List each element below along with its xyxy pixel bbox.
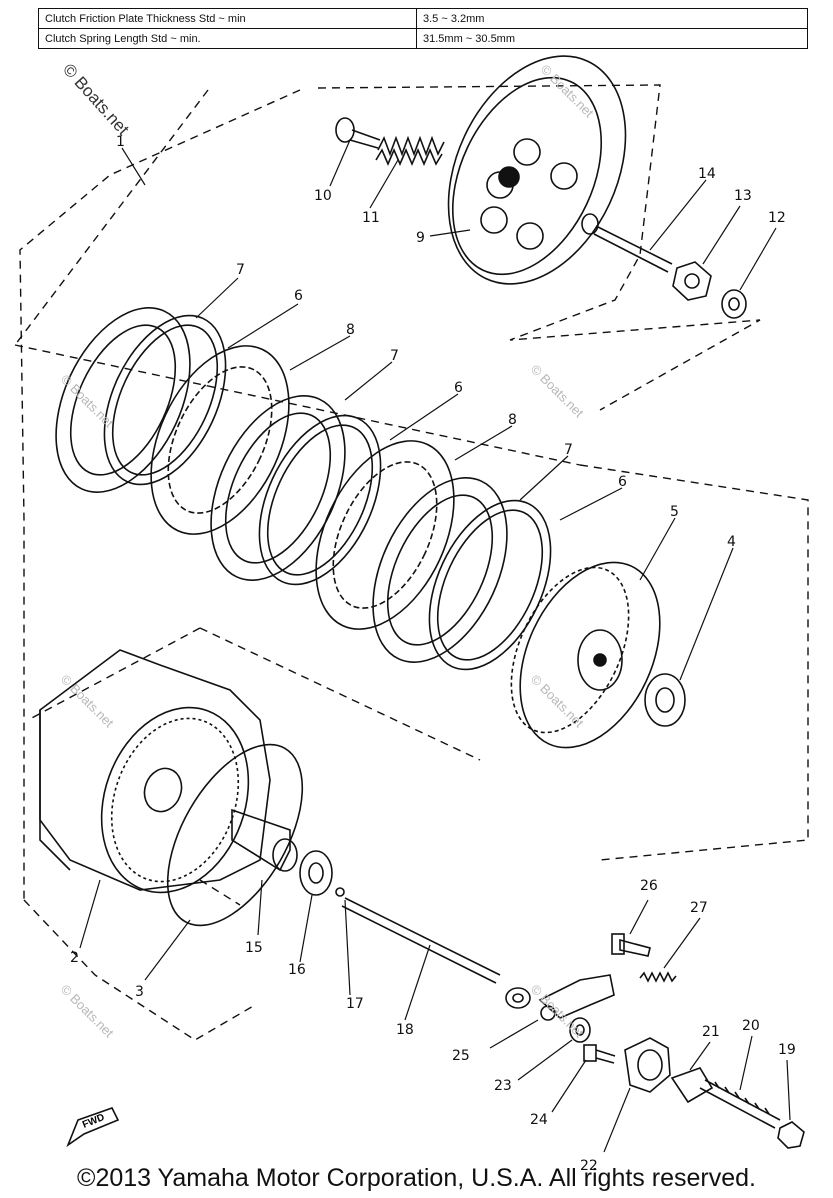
pressure-plate [447,55,627,285]
callout: 7 [564,442,573,458]
callout: 10 [314,188,332,204]
watermark-text: © Boats.net [58,372,117,431]
leader-lines [79,139,791,1153]
callout: 2 [70,950,79,966]
adjuster-bolt [699,1079,781,1129]
thrust-washer-rear [299,850,333,896]
callout: 13 [734,188,752,204]
spec-row: Clutch Spring Length Std ~ min. 31.5mm ~… [38,28,808,49]
callout: 15 [245,940,263,956]
callout: 17 [346,996,364,1012]
watermark-text: © Boats.net [58,672,117,731]
callout: 14 [698,166,716,182]
return-spring [639,971,677,983]
callout: 5 [670,504,679,520]
callout: 8 [508,412,517,428]
watermark-text: © Boats.net [59,60,133,139]
friction-plate [210,395,346,581]
callout: 7 [390,348,399,364]
callout: 11 [362,210,380,226]
callout: 20 [742,1018,760,1034]
push-lever [538,974,615,1021]
callout: 16 [288,962,306,978]
callout: 19 [778,1042,796,1058]
watermark-text: © Boats.net [528,362,587,421]
oil-seal [505,987,531,1009]
callout-labels: 1 2 3 4 5 6 6 6 7 7 7 8 8 9 10 11 12 13 … [70,134,796,1174]
lever-washer [569,1017,591,1043]
callout: 27 [690,900,708,916]
lock-nut [672,261,712,301]
watermark-text: © Boats.net [58,982,117,1041]
assembly-boundary [14,84,809,1041]
clutch-boss [510,561,661,749]
callout: 25 [452,1048,470,1064]
callout: 6 [294,288,303,304]
lever-screw [611,933,651,957]
callout: 9 [416,230,425,246]
spec-label: Clutch Spring Length Std ~ min. [38,28,417,49]
plain-washer-small [721,289,747,319]
callout: 1 [116,134,125,150]
clutch-plate-toothed [150,345,290,535]
callout: 26 [640,878,658,894]
callout: 8 [346,322,355,338]
callout: 7 [236,262,245,278]
callout: 23 [494,1078,512,1094]
adjuster-nut [777,1121,805,1149]
watermark-text: © Boats.net [528,672,587,731]
callout: 3 [135,984,144,1000]
copyright-footer: ©2013 Yamaha Motor Corporation, U.S.A. A… [77,1164,756,1192]
fwd-label: FWD [81,1112,106,1131]
callout: 4 [727,534,736,550]
thrust-washer [644,673,686,727]
callout: 24 [530,1112,548,1128]
push-rod-long [341,897,501,984]
clutch-bolt [335,117,381,149]
callout: 22 [580,1158,598,1174]
adjuster-housing [624,1037,671,1093]
clutch-plate [103,314,227,486]
worm-gear [670,1067,714,1104]
clutch-spring [375,135,445,167]
push-rod-short [581,213,673,273]
o-ring [166,743,304,927]
callout: 12 [768,210,786,226]
callout: 6 [454,380,463,396]
watermark-text: © Boats.net [538,62,597,121]
spec-value: 31.5mm ~ 30.5mm [416,28,808,49]
fwd-arrow-icon [66,1107,120,1148]
callout: 21 [702,1024,720,1040]
steel-ball [335,887,345,897]
callout: 18 [396,1022,414,1038]
watermarks: © Boats.net © Boats.net © Boats.net © Bo… [58,60,597,1041]
clutch-plate [428,499,552,671]
spacer-bushing [231,808,298,872]
friction-plate [372,477,508,663]
callout: 6 [618,474,627,490]
spec-table: Clutch Friction Plate Thickness Std ~ mi… [38,8,808,49]
lever-shaft-screw [583,1044,616,1064]
clutch-plate [258,414,382,586]
clutch-plate-toothed [315,440,455,630]
